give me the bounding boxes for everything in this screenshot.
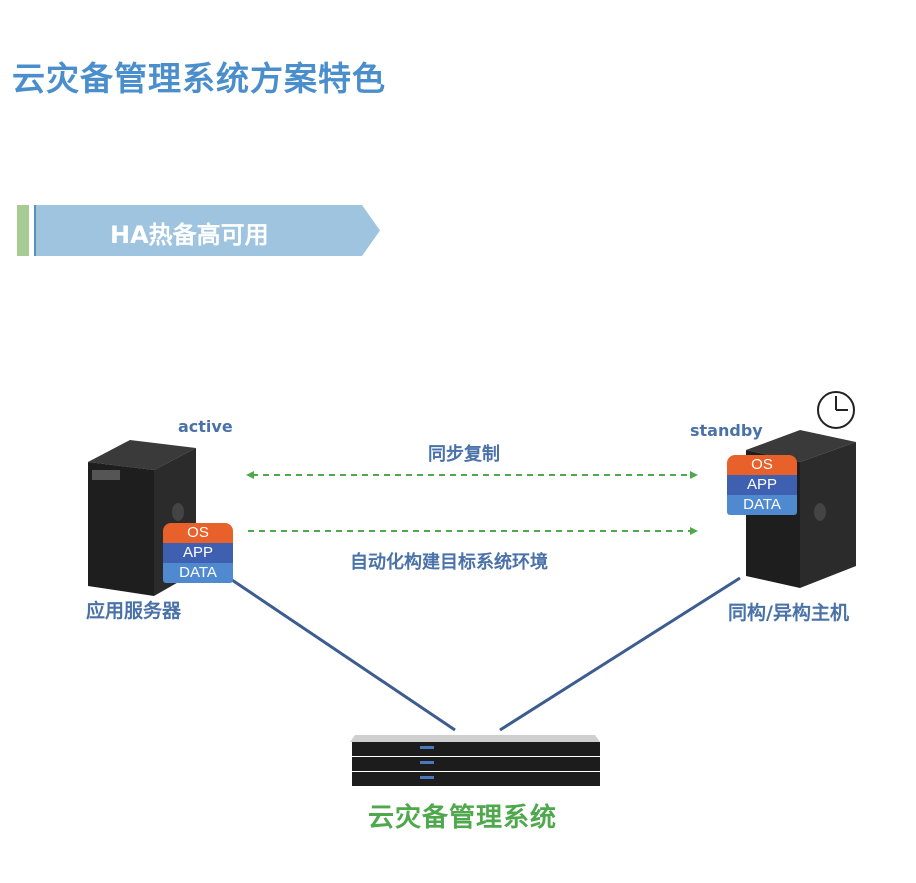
os-layer: OS	[163, 523, 233, 543]
app-layer: APP	[163, 543, 233, 563]
sync-label: 同步复制	[428, 444, 500, 465]
active-label: active	[178, 417, 233, 436]
accent-divider	[34, 205, 36, 256]
section-banner: HA热备高可用	[110, 221, 269, 249]
rack-server-icon	[350, 735, 600, 786]
right-connection-line	[499, 576, 741, 732]
left-software-stack: OS APP DATA	[163, 523, 233, 583]
accent-bar	[17, 205, 29, 256]
left-connection-line	[231, 578, 456, 732]
page-title: 云灾备管理系统方案特色	[12, 59, 386, 98]
right-software-stack: OS APP DATA	[727, 455, 797, 515]
auto-build-label: 自动化构建目标系统环境	[350, 552, 548, 573]
management-system-label: 云灾备管理系统	[368, 803, 558, 833]
data-layer: DATA	[163, 563, 233, 583]
section-banner-shape	[36, 205, 380, 256]
data-layer: DATA	[727, 495, 797, 515]
clock-icon	[817, 391, 855, 429]
os-layer: OS	[727, 455, 797, 475]
standby-label: standby	[690, 421, 763, 440]
app-layer: APP	[727, 475, 797, 495]
right-server-label: 同构/异构主机	[728, 602, 849, 624]
left-server-label: 应用服务器	[86, 600, 182, 622]
